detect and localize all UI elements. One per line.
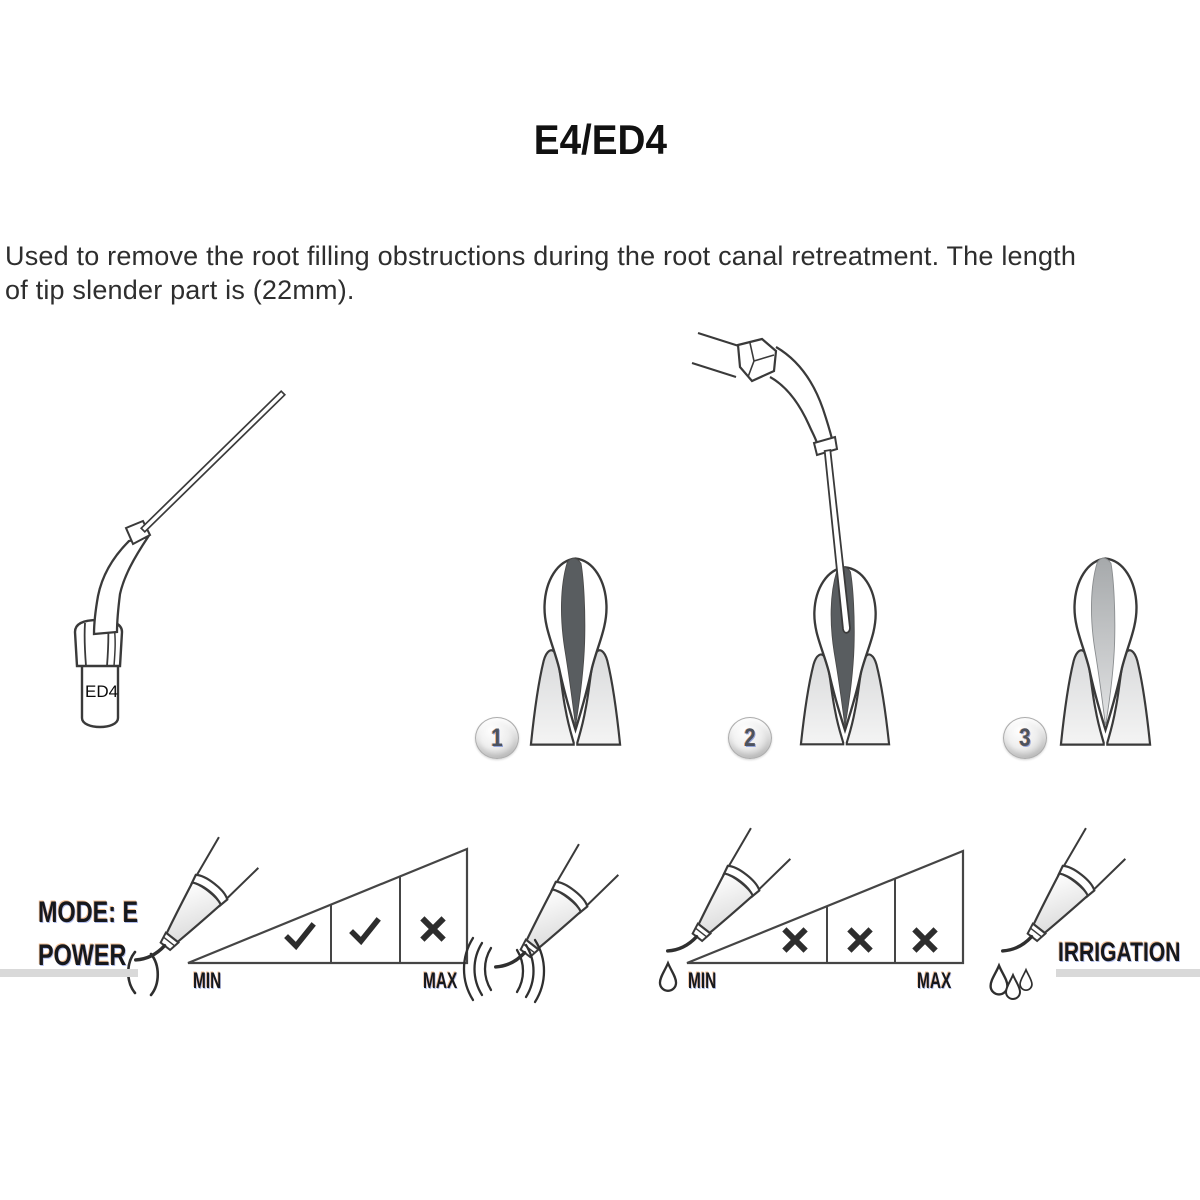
- irrigation-level-marks: [782, 927, 938, 953]
- irrigation-min-label: MIN: [688, 968, 717, 993]
- step2-tooth-diagram: [691, 332, 891, 746]
- irrigation-underline-bar: [1056, 969, 1200, 977]
- tip-neck: [92, 535, 151, 636]
- power-level-2-mark: [349, 917, 381, 946]
- power-max-label: MAX: [423, 968, 458, 993]
- step3-tooth-diagram: [1059, 557, 1152, 746]
- description-line-1: Used to remove the root filling obstruct…: [5, 241, 1077, 271]
- irrigation-scale: [658, 826, 1128, 1000]
- power-triangle: [187, 847, 469, 965]
- scaler-tip-drawing: ED4: [73, 390, 287, 729]
- tip-needle: [139, 390, 287, 533]
- scaler-handpiece-drawing: [691, 332, 851, 634]
- power-min-label: MIN: [193, 968, 222, 993]
- power-level-marks: [284, 916, 446, 951]
- step-badge-1: 1: [475, 717, 519, 759]
- page-title: E4/ED4: [533, 116, 667, 163]
- power-level-1-mark: [284, 922, 316, 951]
- description-text: Used to remove the root filling obstruct…: [5, 240, 1165, 307]
- irrigation-level-3-mark: [912, 927, 938, 953]
- step-number: 3: [1019, 723, 1031, 752]
- handpiece-needle-in-canal: [823, 448, 851, 634]
- tip-base-cylinder: [80, 656, 120, 729]
- power-level-3-mark: [420, 916, 446, 942]
- tip-label: ED4: [85, 682, 118, 701]
- water-drop-icon: [658, 962, 678, 992]
- step-badge-3: 3: [1003, 717, 1047, 759]
- step1-tooth-diagram: [529, 557, 622, 746]
- description-line-2: of tip slender part is (22mm).: [5, 274, 355, 305]
- irrigation-max-label: MAX: [917, 968, 952, 993]
- step-badge-2: 2: [728, 717, 772, 759]
- step-number: 1: [491, 723, 503, 752]
- irrigation-level-1-mark: [782, 927, 808, 953]
- power-underline-bar: [0, 969, 138, 977]
- step-number: 2: [744, 723, 756, 752]
- irrigation-level-2-mark: [847, 927, 873, 953]
- scaler-handpiece-icon: [486, 842, 621, 994]
- irrigation-label: IRRIGATION: [1058, 937, 1181, 967]
- power-label: POWER: [38, 939, 127, 972]
- vibration-waves-icon: [462, 936, 546, 1004]
- water-drops-icon: [989, 964, 1033, 1000]
- mode-label: MODE: E: [38, 896, 139, 929]
